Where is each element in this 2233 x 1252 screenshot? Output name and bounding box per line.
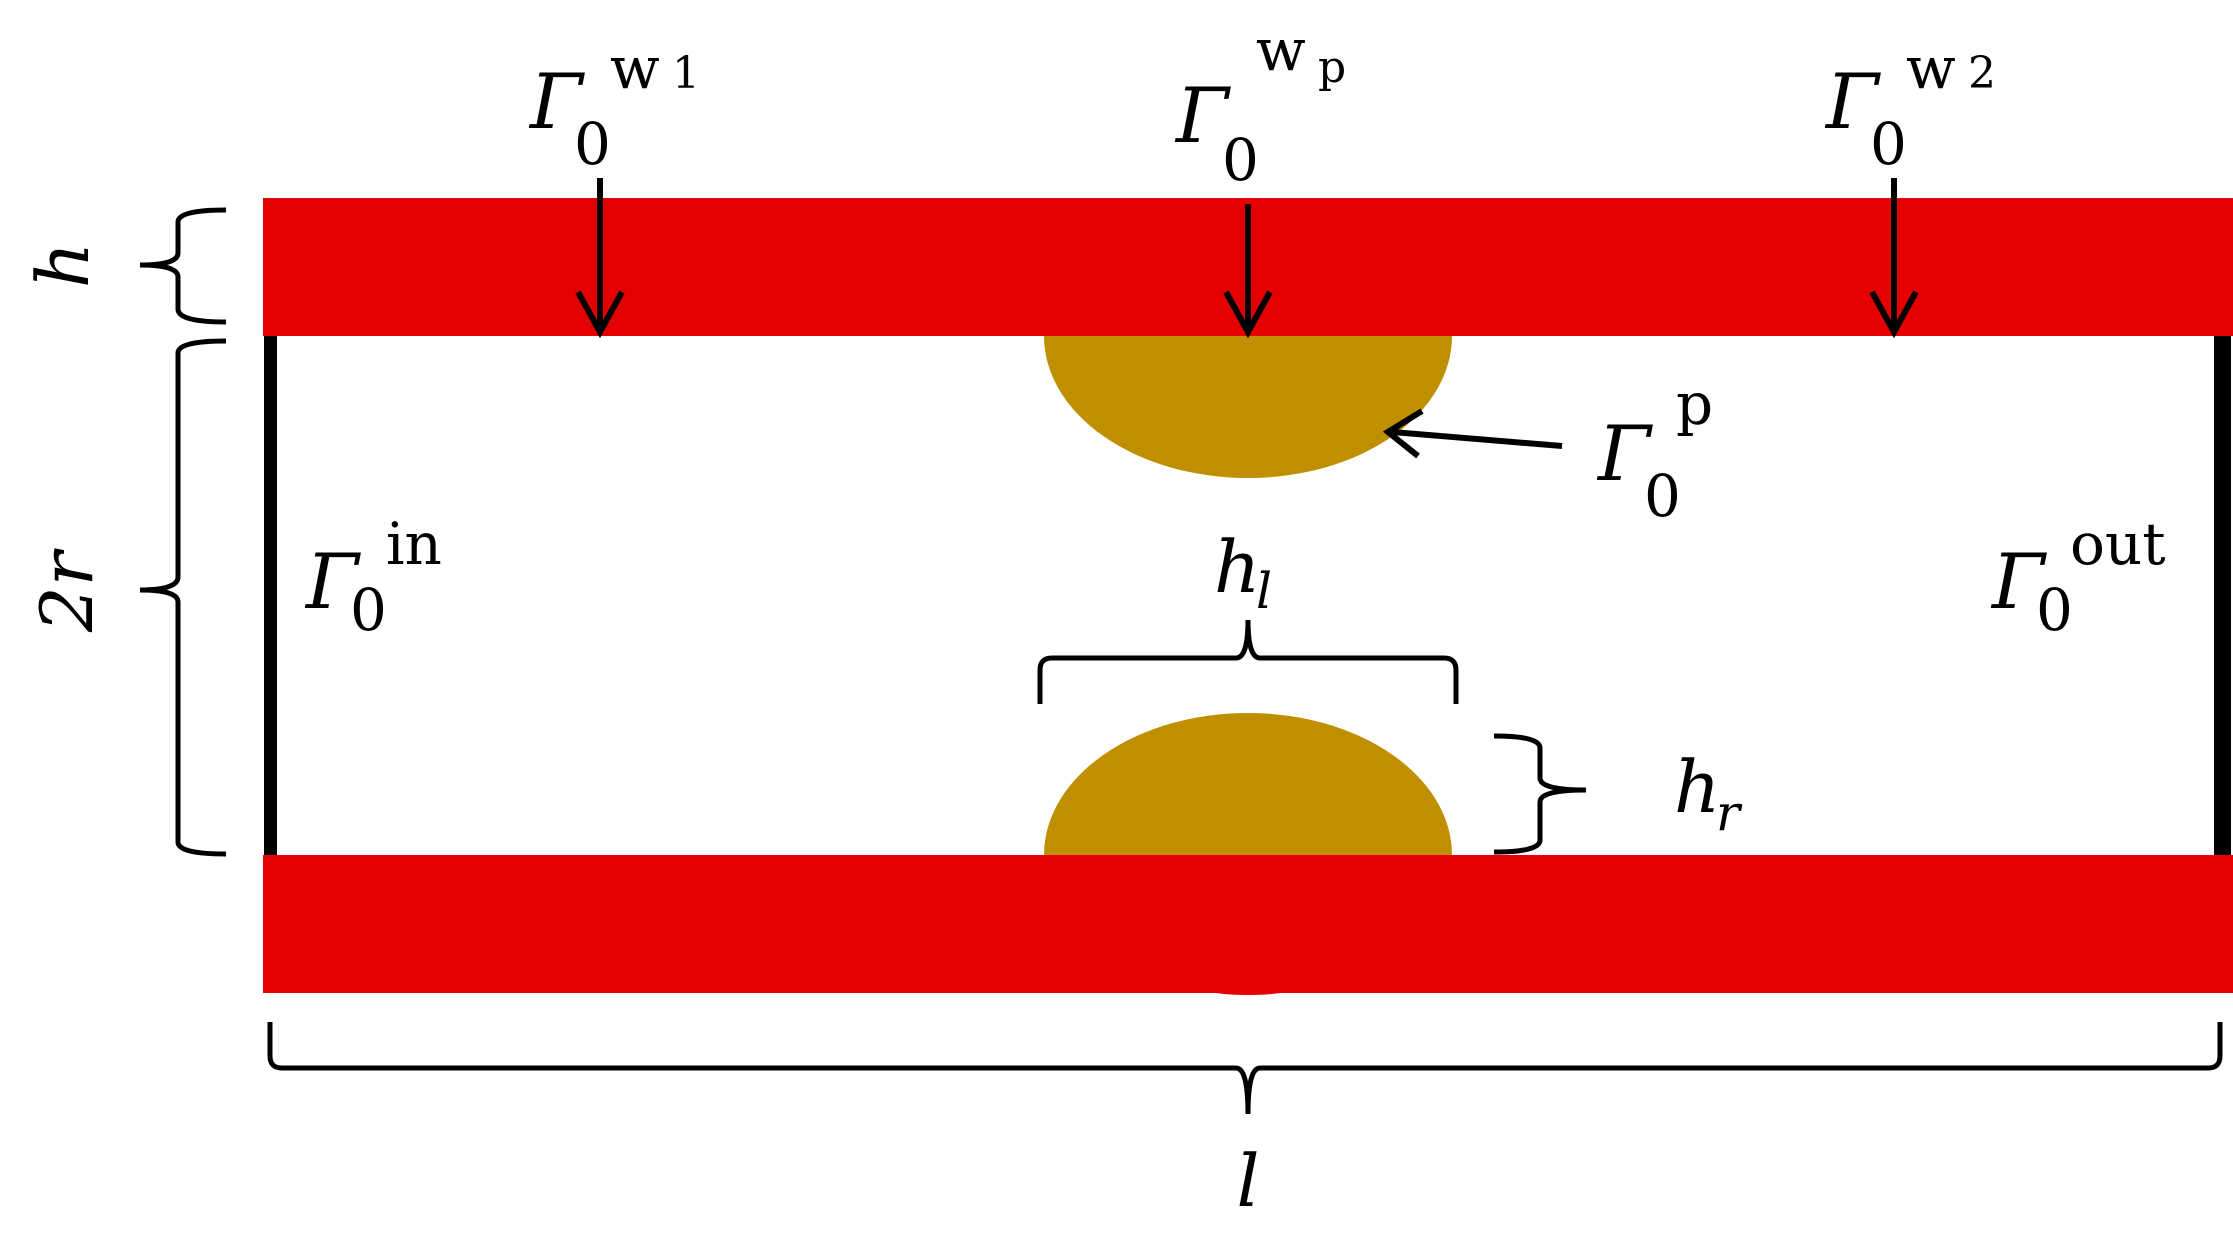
label-hl: h l (1214, 525, 1272, 620)
gamma-wp-supsub: p (1318, 42, 1346, 93)
gamma-out-symbol: Γ (1990, 537, 2047, 626)
arrow-w1 (575, 178, 625, 339)
brace-hl (1037, 619, 1459, 704)
gamma-w2-sup: w (1906, 34, 1956, 102)
gamma-w2-symbol: Γ (1824, 57, 1881, 146)
gamma-w2-supsub: 2 (1968, 48, 1996, 99)
upper-plaque (1044, 336, 1452, 478)
arrow-plaque (1382, 408, 1563, 459)
hl-sub: l (1256, 562, 1272, 620)
label-hr: h r (1674, 745, 1743, 842)
brace-l (267, 1022, 2223, 1115)
gamma-p-sup: p (1676, 370, 1713, 438)
gamma-out-sup: out (2070, 510, 2166, 578)
lower-wall-bump (1208, 985, 1288, 995)
gamma-wp-symbol: Γ (1174, 71, 1231, 160)
label-gamma-wp: Γ 0 w p (1174, 16, 1346, 194)
label-gamma-w1: Γ 0 w 1 (528, 34, 700, 178)
gamma-p-symbol: Γ (1596, 409, 1653, 498)
label-h: h (21, 242, 105, 288)
arrow-wp (1223, 204, 1273, 339)
hl-base: h (1214, 525, 1260, 609)
gamma-in-symbol: Γ (304, 537, 361, 626)
lower-plaque (1044, 713, 1452, 855)
brace-h (139, 207, 227, 325)
label-gamma-p: Γ 0 p (1596, 370, 1713, 530)
label-l: l (1236, 1139, 1259, 1223)
label-gamma-out: Γ 0 out (1990, 510, 2166, 644)
gamma-w1-supsub: 1 (672, 48, 700, 99)
gamma-out-sub: 0 (2036, 576, 2073, 644)
gamma-w2-sub: 0 (1870, 110, 1907, 178)
gamma-w1-sub: 0 (574, 110, 611, 178)
label-gamma-in: Γ 0 in (304, 510, 442, 644)
gamma-wp-sub: 0 (1222, 126, 1259, 194)
gamma-wp-sup: w (1256, 16, 1306, 84)
label-2r: 2r (25, 548, 109, 633)
gamma-p-sub: 0 (1644, 462, 1681, 530)
gamma-in-sup: in (386, 510, 442, 578)
arrow-w2 (1869, 178, 1919, 339)
hr-base: h (1674, 745, 1720, 829)
outlet-boundary (2214, 336, 2231, 855)
brace-hr (1493, 733, 1587, 855)
hr-sub: r (1716, 784, 1743, 842)
label-gamma-w2: Γ 0 w 2 (1824, 34, 1996, 178)
gamma-w1-sup: w (610, 34, 660, 102)
inlet-boundary (264, 336, 277, 855)
lower-wall (263, 855, 2233, 993)
gamma-w1-symbol: Γ (528, 57, 585, 146)
gamma-in-sub: 0 (350, 576, 387, 644)
brace-2r (139, 338, 227, 857)
